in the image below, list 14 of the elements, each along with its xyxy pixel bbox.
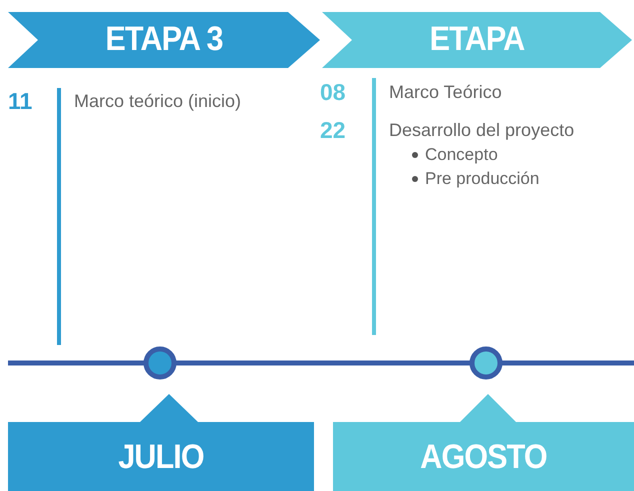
date-number: 11 <box>8 88 32 115</box>
bullet-item: Pre producción <box>425 169 540 189</box>
date-number: 08 <box>320 79 346 106</box>
month-callout: AGOSTO <box>333 394 634 491</box>
chevron-banner: ETAPA <box>322 12 632 68</box>
timeline-marker <box>469 346 503 380</box>
date-number: 22 <box>320 117 346 144</box>
agenda-item: Desarrollo del proyecto <box>389 120 574 141</box>
agenda-item: Marco Teórico <box>389 82 502 103</box>
bullet-item: Concepto <box>425 145 498 165</box>
month-callout: JULIO <box>8 394 314 491</box>
agenda-item: Marco teórico (inicio) <box>74 91 242 112</box>
timeline-marker <box>143 346 177 380</box>
chevron-banner: ETAPA 3 <box>8 12 320 68</box>
